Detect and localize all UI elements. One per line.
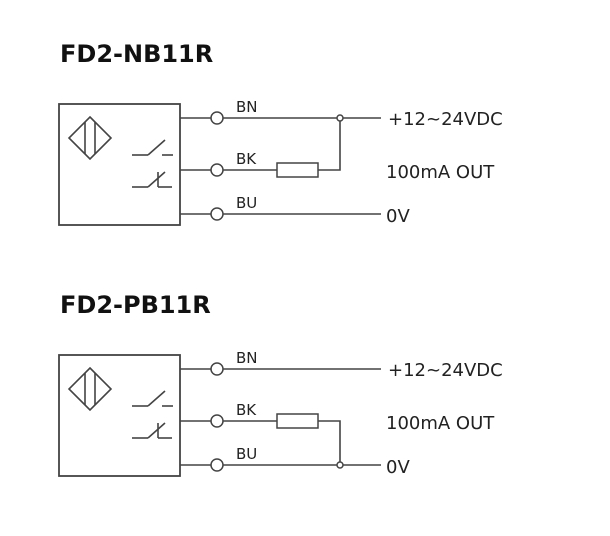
load-resistor [276,413,319,429]
wire-label-bk: BK [236,150,257,168]
proximity-sensor-icon [67,366,113,412]
load-resistor [276,162,319,178]
supply-label: +12~24VDC [388,109,503,130]
ground-label: 0V [386,457,410,478]
switch-contact-icon [132,390,173,439]
supply-label: +12~24VDC [388,360,503,381]
junction-node [336,461,344,469]
output-label: 100mA OUT [386,162,495,183]
terminal-bu [210,207,224,221]
terminal-bk [210,163,224,177]
terminal-bn [210,362,224,376]
diagram-title: FD2-NB11R [60,40,213,68]
wire-label-bu: BU [236,194,257,212]
proximity-sensor-icon [67,115,113,161]
wire-label-bn: BN [236,98,258,116]
terminal-bk [210,414,224,428]
diagram-npn: FD2-NB11R BN BK BU [58,40,503,227]
terminal-bu [210,458,224,472]
output-label: 100mA OUT [386,413,495,434]
ground-label: 0V [386,206,410,227]
sensor-body [58,103,181,226]
diagram-pnp: FD2-PB11R BN BK BU [58,291,503,478]
diagram-title: FD2-PB11R [60,291,211,319]
sensor-body [58,354,181,477]
terminal-bn [210,111,224,125]
wire-label-bu: BU [236,445,257,463]
wire-label-bk: BK [236,401,257,419]
wire-label-bn: BN [236,349,258,367]
switch-contact-icon [132,139,173,188]
junction-node [336,114,344,122]
